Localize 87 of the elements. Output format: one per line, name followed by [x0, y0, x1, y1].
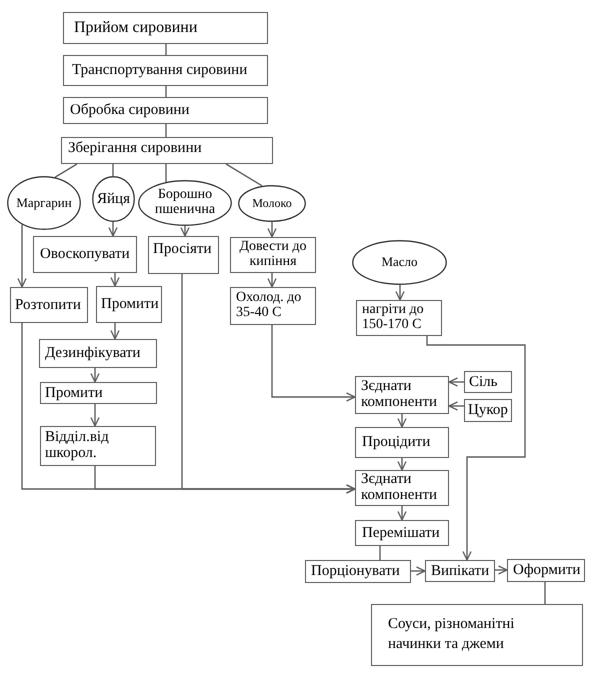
arrow	[448, 377, 464, 387]
arrow	[397, 506, 407, 521]
node-label: Процідити	[362, 434, 430, 451]
arrow	[90, 404, 100, 427]
process-box	[355, 427, 449, 458]
arrow	[397, 414, 407, 428]
process-box	[305, 560, 411, 583]
process-box	[40, 426, 156, 466]
arrow	[110, 273, 120, 287]
arrow	[426, 336, 526, 561]
node-label: Зберігання сировини	[68, 140, 202, 156]
connector-line	[226, 163, 262, 186]
node-label: Довести до кипіння	[238, 240, 308, 270]
arrow	[395, 285, 405, 301]
process-box	[148, 236, 219, 274]
process-box	[355, 376, 449, 414]
process-box	[10, 287, 88, 323]
connector-line	[165, 164, 167, 182]
ingredient-box	[464, 371, 512, 393]
process-box	[33, 236, 137, 273]
ingredient-oval	[7, 176, 81, 230]
process-box	[96, 286, 162, 323]
process-box	[355, 470, 449, 506]
ingredient-circle	[92, 176, 135, 222]
node-label: Розтопити	[15, 296, 81, 314]
process-box	[356, 300, 442, 336]
connector-line	[544, 582, 546, 604]
node-label: Охолод. до 35-40 С	[236, 291, 302, 321]
ingredient-box	[464, 399, 512, 422]
node-label: нагріти до 150-170 С	[362, 303, 425, 333]
node-label: Цукор	[468, 402, 508, 419]
arrow	[495, 565, 508, 575]
node-label: Просіяти	[153, 241, 212, 258]
ingredient-oval	[352, 240, 447, 285]
connector-line	[379, 546, 381, 560]
connector-line	[165, 86, 167, 97]
process-box	[63, 55, 268, 86]
arrow	[411, 566, 426, 576]
node-label: Порціонувати	[311, 563, 400, 580]
node-label: Овоскопувати	[40, 246, 130, 263]
arrow	[180, 226, 190, 237]
process-box	[425, 560, 495, 582]
node-label: Дезинфікувати	[45, 345, 140, 362]
node-label: Промити	[101, 296, 159, 313]
arrow	[181, 274, 356, 494]
ingredient-oval	[138, 180, 232, 226]
process-box	[61, 137, 273, 164]
arrow	[397, 458, 407, 471]
result-box	[371, 604, 583, 666]
node-label: Борошно пшенична	[154, 188, 216, 218]
arrow	[267, 222, 277, 238]
arrow	[17, 224, 27, 288]
arrow	[90, 368, 100, 383]
arrow	[448, 401, 464, 411]
node-label: Промити	[45, 384, 103, 402]
arrow	[267, 273, 277, 288]
arrow	[110, 323, 120, 340]
node-label: Прийом сировини	[74, 19, 198, 37]
process-box	[39, 339, 157, 368]
arrow	[271, 325, 356, 402]
node-label: Зєднати компоненти	[361, 379, 438, 411]
node-label: Транспортування сировини	[72, 62, 248, 79]
process-box	[230, 287, 316, 325]
process-box	[355, 520, 449, 546]
ingredient-oval	[238, 185, 306, 222]
process-box	[63, 12, 268, 44]
connector-line	[54, 163, 78, 178]
node-label: Обробка сировини	[70, 102, 190, 119]
connector-line	[165, 44, 167, 55]
connector-line	[165, 124, 167, 137]
node-label: Молоко	[252, 196, 292, 210]
node-label: Випікати	[431, 562, 490, 580]
process-box	[507, 559, 585, 582]
node-label: Зєднати компоненти	[361, 472, 438, 504]
node-label: Яйця	[97, 190, 130, 208]
node-label: Оформити	[513, 562, 580, 579]
node-label: Відділ.від шкорол.	[45, 430, 110, 462]
node-label: Перемішати	[362, 524, 440, 542]
process-box	[230, 237, 316, 273]
node-label: Масло	[381, 255, 418, 270]
node-label: Маргарин	[16, 196, 72, 210]
connector-line	[112, 164, 114, 176]
process-box	[40, 382, 157, 404]
arrow	[108, 222, 118, 237]
process-box	[63, 97, 268, 124]
node-label: Сіль	[469, 374, 498, 390]
node-label: Соуси, різноманітні начинки та джеми	[388, 615, 516, 654]
